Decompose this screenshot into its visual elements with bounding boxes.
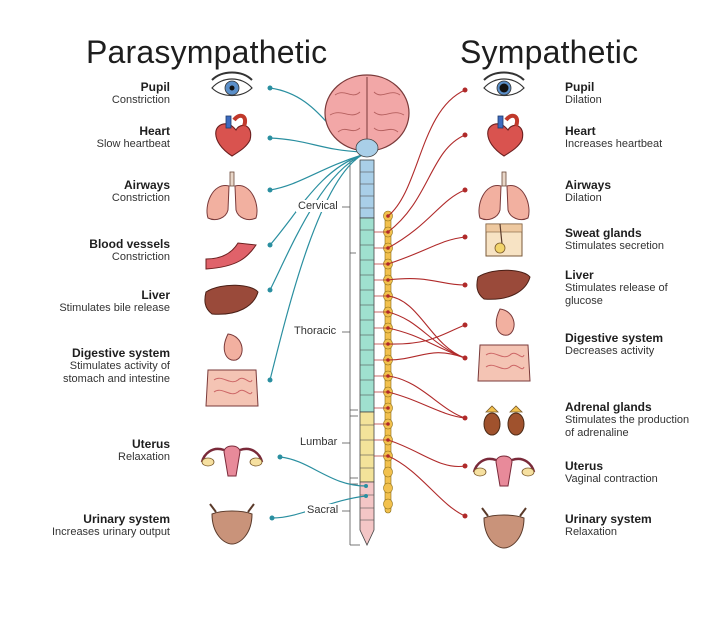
spine-region-thoracic: Thoracic [292, 325, 339, 337]
organ-effect: of adrenaline [565, 427, 629, 439]
sympathetic-title: Sympathetic [460, 34, 639, 70]
symp-label-pupil: Pupil Dilation [565, 80, 728, 107]
bladder-icon [481, 507, 527, 549]
organ-name: Urinary system [83, 512, 170, 526]
para-label-urinary-system: Urinary system Increases urinary output [0, 512, 170, 539]
spine-region-cervical: Cervical [296, 200, 340, 212]
organ-effect: Decreases activity [565, 345, 655, 357]
lungs-icon [206, 171, 258, 221]
digestive-system-icon [205, 333, 259, 407]
para-label-pupil: Pupil Constriction [0, 80, 170, 107]
organ-name: Pupil [140, 80, 170, 94]
organ-name: Heart [139, 124, 170, 138]
organ-name: Digestive system [71, 346, 170, 360]
organ-name: Airways [565, 178, 612, 192]
organ-name: Blood vessels [89, 237, 170, 251]
bladder-icon [209, 503, 255, 545]
organ-effect: Stimulates bile release [59, 302, 170, 314]
symp-label-uterus: Uterus Vaginal contraction [565, 459, 728, 486]
uterus-icon [200, 445, 264, 477]
organ-effect: Slow heartbeat [96, 138, 170, 150]
symp-label-digestive-system: Digestive system Decreases activity [565, 331, 728, 358]
organ-effect: Stimulates release of [565, 282, 668, 294]
spine-region-lumbar: Lumbar [298, 436, 340, 448]
organ-effect: Vaginal contraction [565, 473, 658, 485]
organ-name: Adrenal glands [565, 400, 652, 414]
para-label-airways: Airways Constriction [0, 178, 170, 205]
organ-effect: Dilation [565, 94, 602, 106]
brain-illustration [324, 74, 410, 158]
eye-icon [211, 71, 253, 97]
organ-name: Heart [565, 124, 596, 138]
organ-name: Pupil [565, 80, 595, 94]
organ-effect: stomach and intestine [62, 373, 170, 385]
para-label-heart: Heart Slow heartbeat [0, 124, 170, 151]
digestive-system-icon [477, 308, 531, 382]
adrenal-gland-icon [483, 405, 525, 436]
organ-name: Uterus [131, 437, 170, 451]
symp-label-liver: Liver Stimulates release of glucose [565, 268, 728, 308]
organ-name: Digestive system [565, 331, 664, 345]
symp-label-adrenal-glands: Adrenal glands Stimulates the production… [565, 400, 728, 440]
organ-name: Urinary system [565, 512, 652, 526]
organ-effect: Increases heartbeat [565, 138, 663, 150]
organ-effect: Constriction [111, 94, 170, 106]
organ-effect: Dilation [565, 192, 602, 204]
liver-icon [476, 269, 531, 300]
symp-label-airways: Airways Dilation [565, 178, 728, 205]
lungs-icon [478, 171, 530, 221]
organ-name: Airways [123, 178, 170, 192]
sympathetic-ganglion-chain [383, 210, 393, 514]
organ-name: Liver [565, 268, 594, 282]
symp-label-sweat-glands: Sweat glands Stimulates secretion [565, 226, 728, 253]
organ-effect: Constriction [111, 192, 170, 204]
para-label-blood-vessels: Blood vessels Constriction [0, 237, 170, 264]
heart-icon [487, 113, 524, 157]
organ-effect: Relaxation [565, 526, 617, 538]
organ-effect: Stimulates the production [565, 414, 690, 426]
organ-name: Uterus [565, 459, 604, 473]
spine-region-sacral: Sacral [305, 504, 341, 516]
para-label-uterus: Uterus Relaxation [0, 437, 170, 464]
spinal-column [342, 159, 375, 546]
organ-effect: Stimulates secretion [565, 240, 665, 252]
organ-effect: Relaxation [118, 451, 170, 463]
organ-effect: glucose [565, 295, 603, 307]
blood-vessel-icon [205, 242, 257, 270]
organ-effect: Increases urinary output [51, 526, 170, 538]
sweat-gland-icon [485, 223, 523, 257]
para-label-liver: Liver Stimulates bile release [0, 288, 170, 315]
organ-name: Sweat glands [565, 226, 642, 240]
sympathetic-nerves [374, 87, 468, 519]
heart-icon [215, 113, 252, 157]
organ-effect: Constriction [111, 251, 170, 263]
parasympathetic-title: Parasympathetic [86, 34, 328, 70]
uterus-icon [472, 455, 536, 487]
symp-label-heart: Heart Increases heartbeat [565, 124, 728, 151]
parasympathetic-nerves [267, 85, 368, 521]
eye-icon [483, 71, 525, 97]
organ-effect: Stimulates activity of [69, 360, 170, 372]
liver-icon [204, 284, 259, 315]
symp-label-urinary-system: Urinary system Relaxation [565, 512, 728, 539]
para-label-digestive-system: Digestive system Stimulates activity of … [0, 346, 170, 386]
organ-name: Liver [141, 288, 170, 302]
